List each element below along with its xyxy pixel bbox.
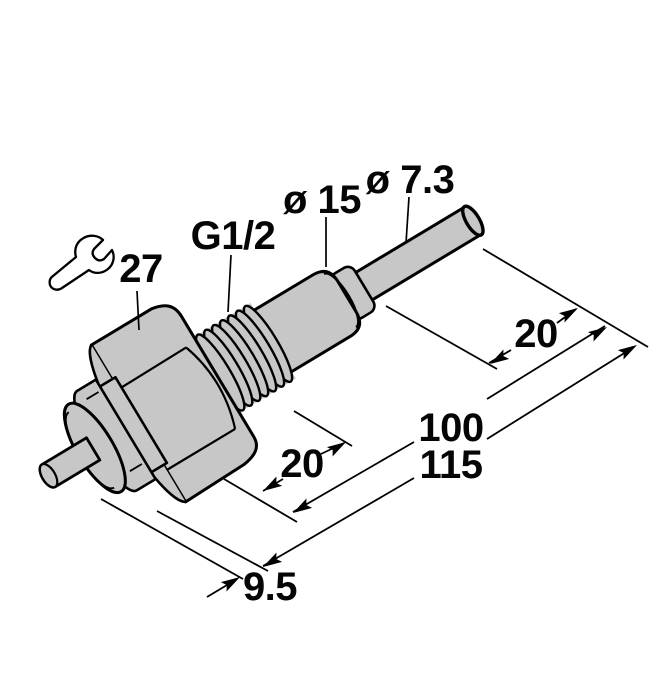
wrench-size-label: 27 (119, 247, 163, 291)
dim-20-top-label: 20 (514, 312, 558, 356)
ext-line-flange (100, 498, 244, 580)
extension-lines (100, 248, 649, 580)
lock-nut (73, 375, 169, 493)
cable-stub (38, 436, 102, 489)
dim-115-label: 115 (419, 443, 482, 487)
thread (192, 303, 296, 414)
thread-label: G1/2 (191, 214, 276, 258)
leader-thread (227, 254, 232, 313)
leader-wrench-size (136, 290, 140, 331)
dim-9-5-label: 9.5 (243, 565, 297, 609)
dim-line-115 (262, 346, 635, 567)
dim-100-label: 100 (418, 406, 483, 450)
sensor-illustration (38, 204, 485, 504)
body-diameter-label: ø 15 (283, 178, 361, 222)
probe-tip-cap (461, 204, 485, 237)
probe-diameter-label: ø 7.3 (366, 158, 455, 202)
leader-probe-diameter (405, 196, 410, 244)
ext-line-probe-base (385, 305, 498, 370)
wrench-icon (48, 234, 115, 291)
sensor-probe (350, 204, 485, 304)
annotation-labels: 27 G1/2 ø 15 ø 7.3 20 100 115 20 9.5 (119, 158, 558, 609)
dim-20-mid-label: 20 (280, 442, 324, 486)
ext-line-locknut (156, 510, 269, 572)
ext-line-probe-tip (482, 248, 649, 348)
leader-lines (136, 196, 410, 331)
ext-line-hex-front (223, 478, 298, 523)
ext-line-thread-end (293, 410, 353, 447)
dim-line-100 (292, 325, 606, 513)
